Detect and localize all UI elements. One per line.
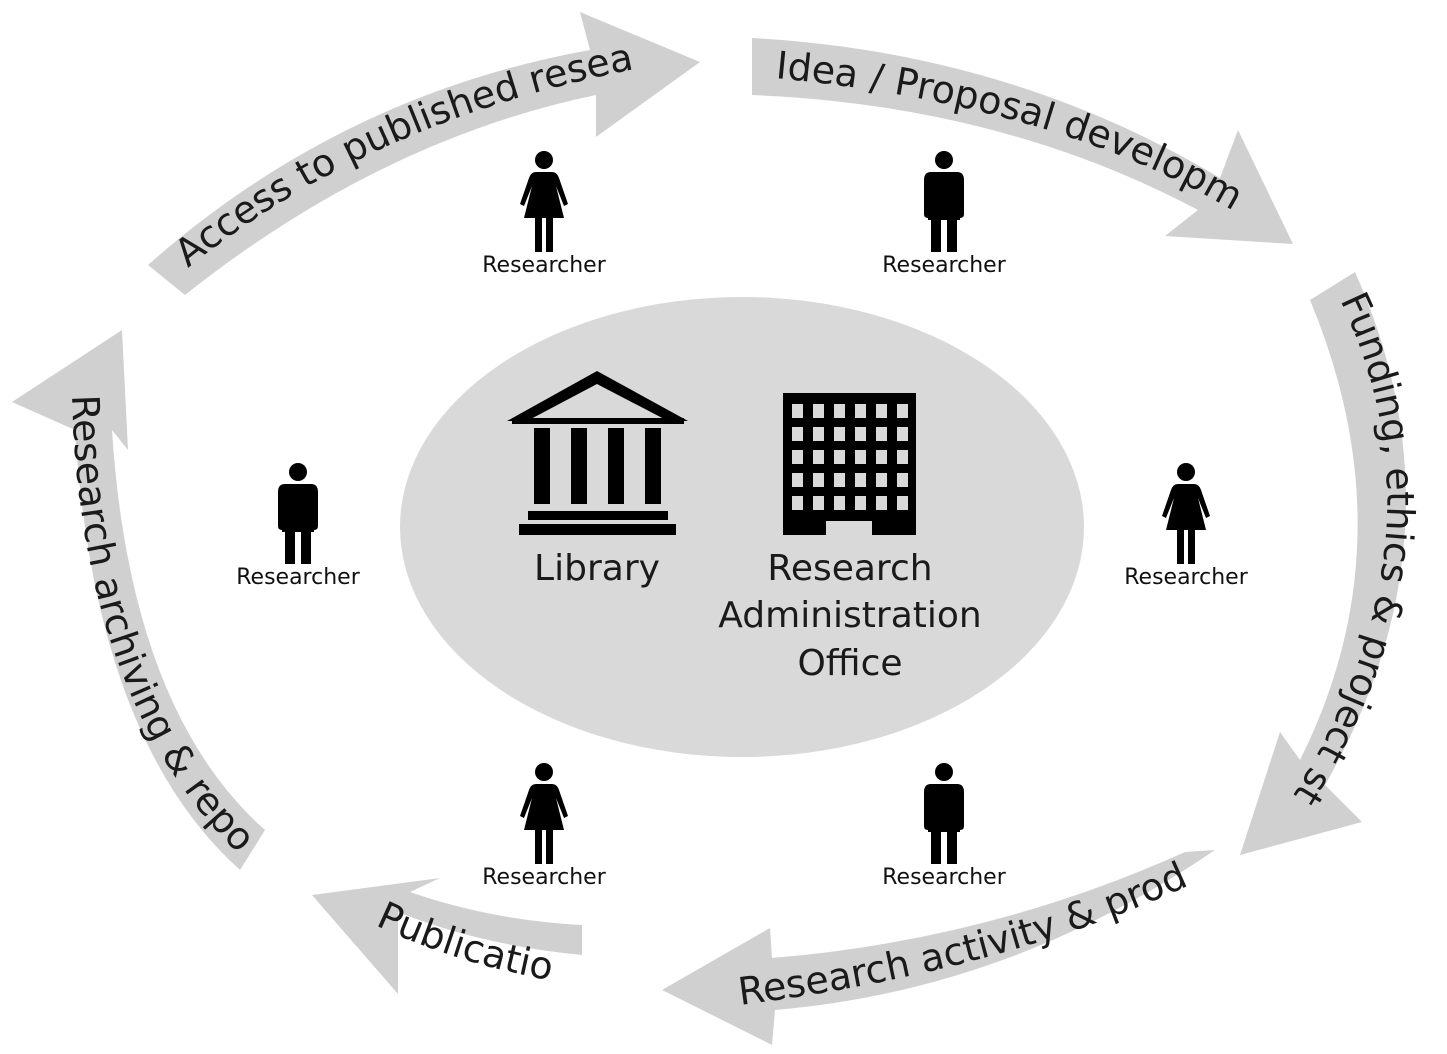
researcher-label: Researcher bbox=[882, 865, 1006, 890]
office-label-line-3: Office bbox=[797, 643, 902, 684]
office-window bbox=[813, 450, 824, 464]
researcher-5: Researcher bbox=[482, 763, 607, 890]
researcher-4: Researcher bbox=[1124, 463, 1249, 590]
researcher-label: Researcher bbox=[882, 253, 1006, 278]
office-window bbox=[876, 473, 887, 487]
researcher-label: Researcher bbox=[482, 253, 606, 278]
office-label-line-1: Research bbox=[767, 548, 932, 589]
office-window bbox=[813, 427, 824, 441]
stage-label-archiving: Research archiving & reporting bbox=[0, 0, 264, 860]
arrow-research-archiving-reporting bbox=[12, 330, 265, 870]
woman-icon bbox=[520, 151, 568, 252]
office-window bbox=[834, 473, 845, 487]
office-window bbox=[792, 473, 803, 487]
man-icon bbox=[924, 151, 964, 252]
woman-icon bbox=[1162, 463, 1210, 564]
office-window bbox=[834, 427, 845, 441]
office-window bbox=[813, 473, 824, 487]
researcher-label: Researcher bbox=[236, 565, 360, 590]
office-window bbox=[855, 427, 866, 441]
researcher-label: Researcher bbox=[482, 865, 606, 890]
arrow-funding-ethics-startup bbox=[1240, 272, 1406, 855]
arrow-access-to-published-research bbox=[148, 12, 700, 295]
arrow-research-activity-product bbox=[662, 850, 1215, 1045]
office-label-line-2: Administration bbox=[718, 595, 981, 636]
office-window bbox=[897, 496, 908, 510]
arrow-idea-proposal-development bbox=[752, 38, 1293, 244]
office-window bbox=[876, 404, 887, 418]
office-window bbox=[834, 404, 845, 418]
hub-ellipse bbox=[400, 297, 1084, 757]
office-window bbox=[855, 450, 866, 464]
office-window bbox=[855, 404, 866, 418]
office-window bbox=[792, 427, 803, 441]
cycle-arrows bbox=[12, 12, 1406, 1045]
man-icon bbox=[924, 763, 964, 864]
researcher-6: Researcher bbox=[882, 763, 1007, 890]
office-window bbox=[813, 404, 824, 418]
researcher-3: Researcher bbox=[236, 463, 361, 590]
office-window bbox=[876, 450, 887, 464]
researcher-1: Researcher bbox=[482, 151, 607, 278]
stage-archiving-label: Research archiving & reporting bbox=[0, 0, 264, 860]
office-window bbox=[897, 427, 908, 441]
man-icon bbox=[278, 463, 318, 564]
office-window bbox=[876, 496, 887, 510]
office-window bbox=[792, 404, 803, 418]
researcher-label: Researcher bbox=[1124, 565, 1248, 590]
woman-icon bbox=[520, 763, 568, 864]
office-window bbox=[876, 427, 887, 441]
library-label: Library bbox=[534, 548, 660, 589]
library-building-icon bbox=[507, 371, 688, 535]
office-window bbox=[813, 496, 824, 510]
office-window bbox=[792, 496, 803, 510]
office-window bbox=[855, 496, 866, 510]
researcher-2: Researcher bbox=[882, 151, 1007, 278]
office-window bbox=[834, 496, 845, 510]
office-window bbox=[897, 473, 908, 487]
office-window bbox=[897, 404, 908, 418]
arrow-publication bbox=[312, 878, 582, 994]
office-window bbox=[792, 450, 803, 464]
office-window bbox=[897, 450, 908, 464]
office-window bbox=[855, 473, 866, 487]
office-window bbox=[834, 450, 845, 464]
office-building-icon bbox=[783, 393, 916, 535]
